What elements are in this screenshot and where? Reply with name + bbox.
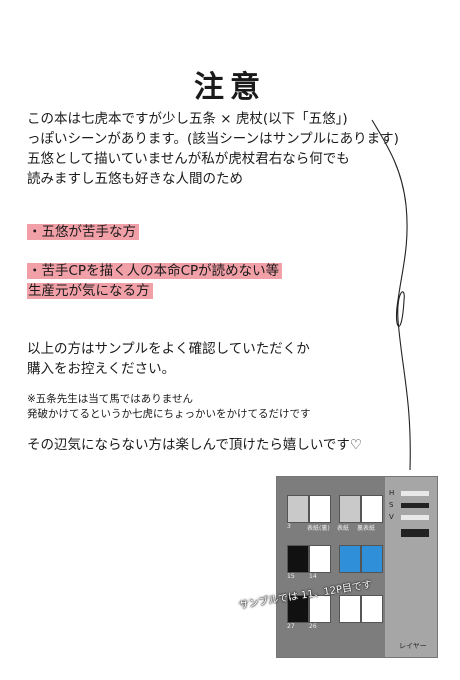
warning-item: ・苦手CPを描く人の本命CPが読めない等: [27, 263, 283, 279]
page-thumbnail: [287, 595, 309, 623]
warning-item: 生産元が気になる方: [27, 283, 153, 299]
page-number: 14: [309, 573, 317, 580]
note-line: ※五条先生は当て馬ではありません: [27, 393, 193, 405]
note-line: 発破かけてるというか七虎にちょっかいをかけてるだけです: [27, 408, 311, 420]
closing-text: その辺気にならない方は楽しんで頂けたら嬉しいです♡: [27, 437, 363, 453]
page-thumbnail: [309, 595, 331, 623]
side-label: S: [389, 501, 394, 509]
page-thumbnail: [361, 495, 383, 523]
warning-item: ・五悠が苦手な方: [27, 224, 139, 240]
page-title: 注意: [194, 70, 266, 105]
color-side-panel: H S V レイヤー: [385, 477, 437, 657]
page-label: 表紙(裏): [307, 525, 330, 532]
intro-line: 読みますし五悠も好きな人間のため: [27, 171, 243, 187]
page-label: 表紙: [337, 525, 350, 532]
page-thumbnail: [361, 545, 383, 573]
side-label: H: [389, 489, 395, 497]
page-thumbnail: [339, 545, 361, 573]
saturation-slider: [401, 503, 429, 508]
page-thumbnail: [309, 545, 331, 573]
page-number: 27: [287, 623, 295, 630]
hue-slider: [401, 491, 429, 496]
confirm-line: 以上の方はサンプルをよく確認していただくか: [27, 341, 310, 357]
page-number: 15: [287, 573, 295, 580]
page-label: 裏表紙: [357, 525, 376, 532]
page-number: 26: [309, 623, 317, 630]
side-label: V: [389, 513, 394, 521]
layer-label: レイヤー: [399, 642, 427, 650]
page-thumbnail: [309, 495, 331, 523]
page-thumbnail: [339, 595, 361, 623]
page-thumbnail: [361, 595, 383, 623]
color-swatch: [401, 529, 429, 537]
page-thumbnail: [287, 495, 309, 523]
sample-screenshot: 3 表紙(裏) 表紙 裏表紙 15 14 27 26 H S V レイヤー: [276, 476, 438, 658]
value-slider: [401, 515, 429, 520]
page-thumbnail: [287, 545, 309, 573]
page-thumbnail-panel: 3 表紙(裏) 表紙 裏表紙 15 14 27 26: [277, 477, 385, 657]
confirm-line: 購入をお控えください。: [27, 361, 176, 377]
intro-line: この本は七虎本ですが少し五条 × 虎杖(以下「五悠」): [27, 111, 348, 127]
page-number: 3: [287, 523, 291, 530]
intro-line: 五悠として描いていませんが私が虎杖君右なら何でも: [27, 151, 350, 167]
intro-line: っぽいシーンがあります。(該当シーンはサンプルにあります): [27, 131, 399, 147]
page-thumbnail: [339, 495, 361, 523]
